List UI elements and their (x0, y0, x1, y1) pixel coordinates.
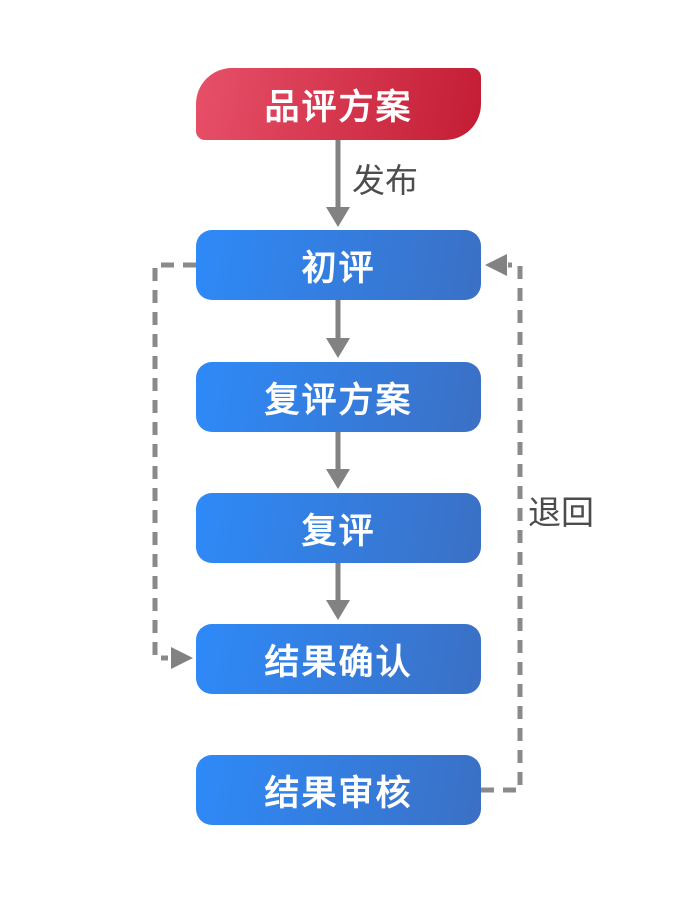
node-result-audit: 结果审核 (196, 755, 481, 825)
node-re-review-plan: 复评方案 (196, 362, 481, 432)
arrow-step-3 (326, 432, 350, 489)
node-result-audit-label: 结果审核 (264, 773, 413, 813)
node-initial-review-label: 初评 (301, 248, 376, 288)
dashed-connector-left (152, 262, 196, 669)
node-evaluation-plan-label: 品评方案 (264, 87, 413, 127)
arrow-step-4 (326, 563, 350, 620)
arrow-step-2 (326, 300, 350, 358)
arrow-publish (326, 140, 350, 227)
node-evaluation-plan: 品评方案 (196, 68, 481, 140)
edge-label-return: 退回 (528, 494, 594, 531)
node-re-review-label: 复评 (301, 511, 376, 551)
node-re-review-plan-label: 复评方案 (264, 380, 413, 420)
node-result-confirm-label: 结果确认 (264, 642, 413, 682)
node-result-confirm: 结果确认 (196, 624, 481, 694)
edge-label-publish: 发布 (352, 162, 418, 199)
dashed-connector-return (481, 254, 523, 793)
node-initial-review: 初评 (196, 230, 481, 300)
node-re-review: 复评 (196, 493, 481, 563)
